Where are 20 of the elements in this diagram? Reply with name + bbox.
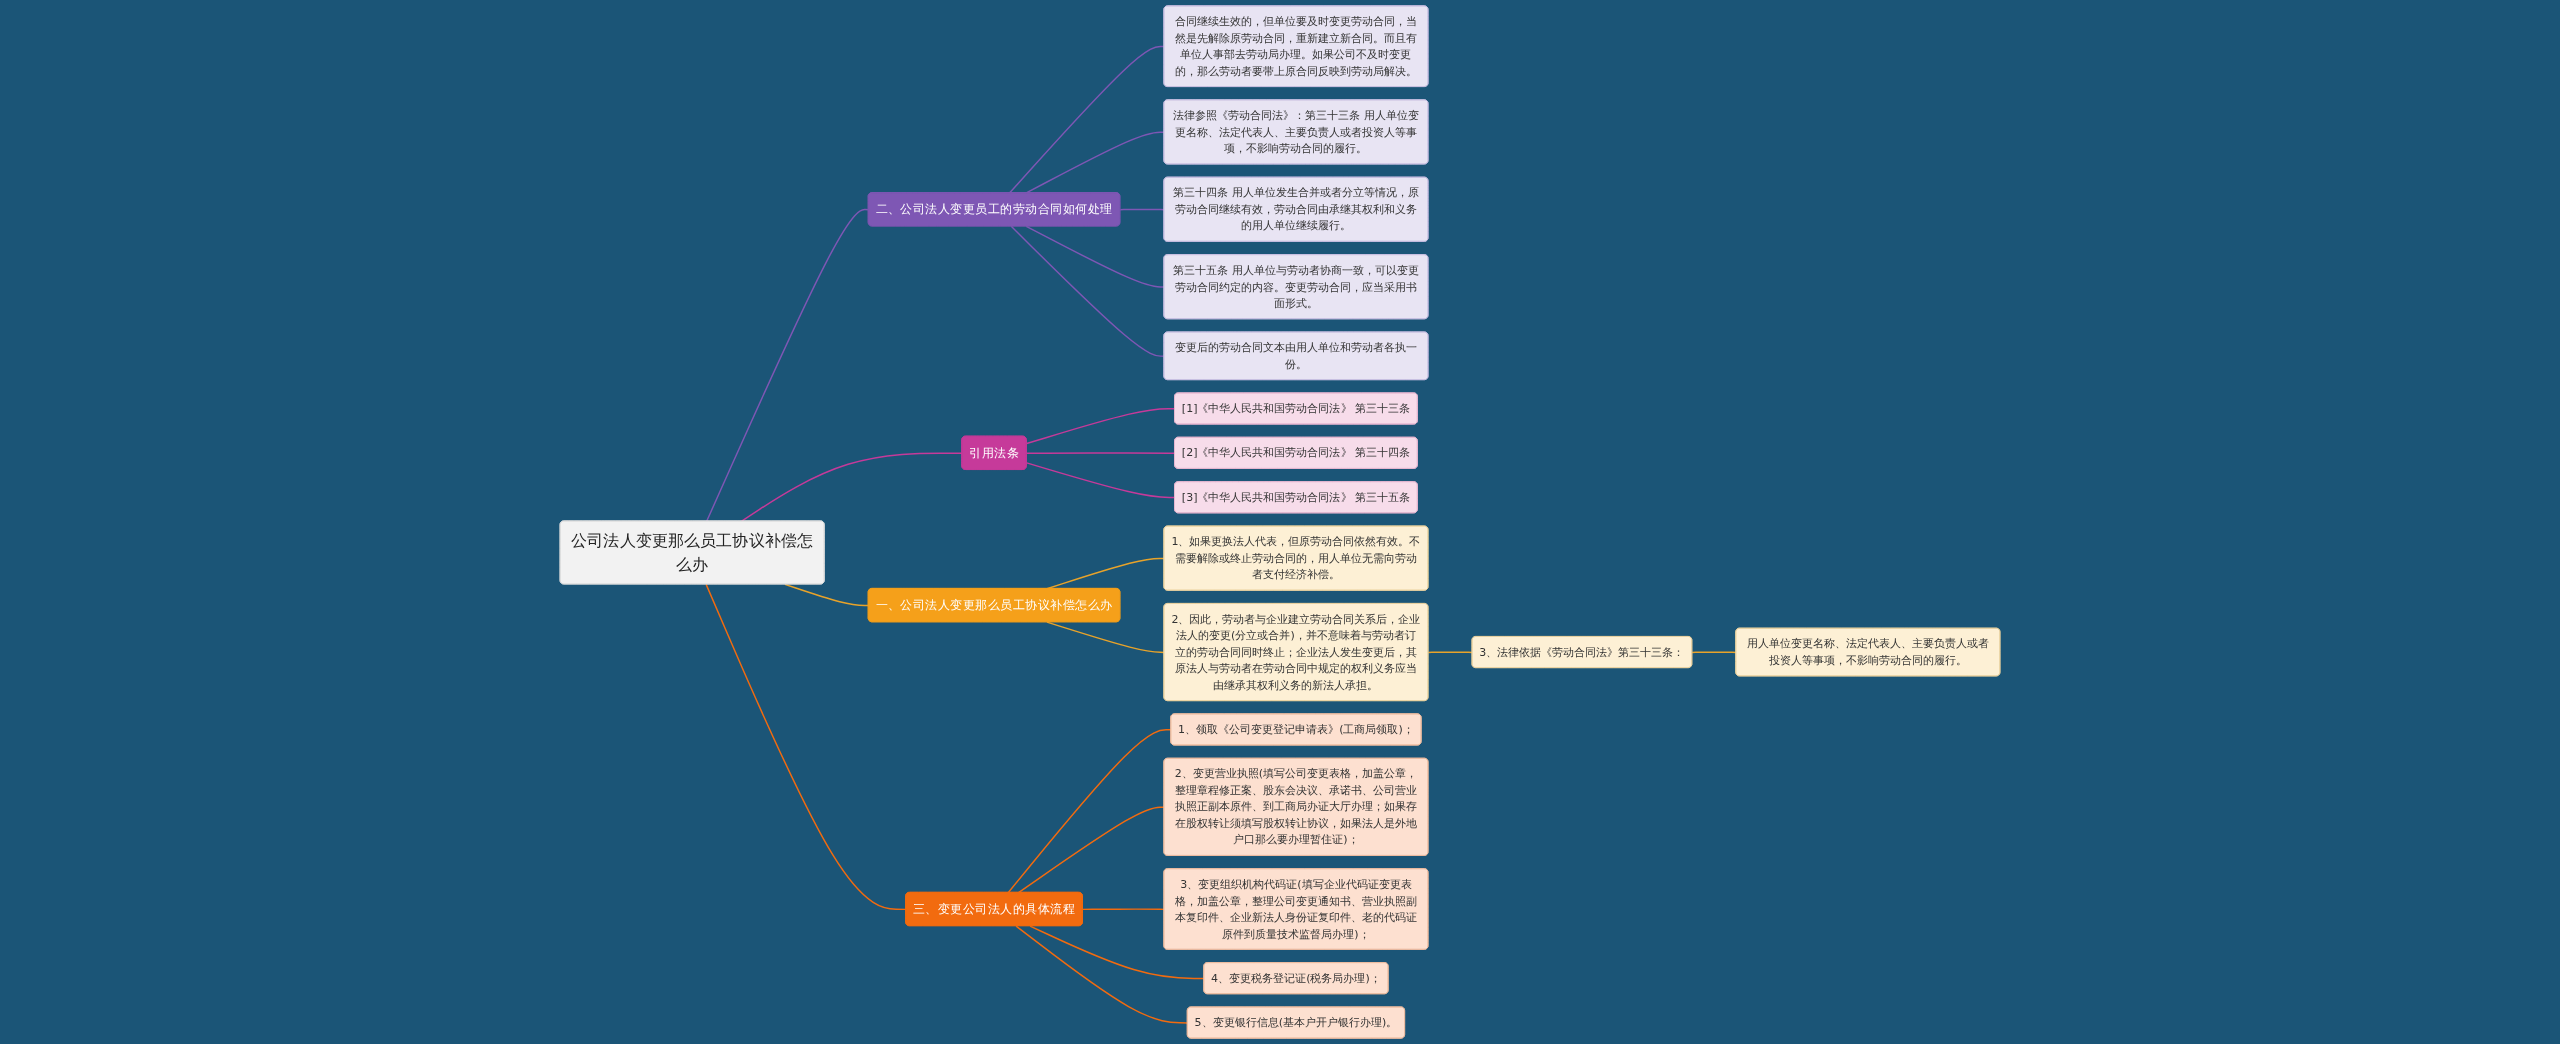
connector	[1691, 651, 1737, 654]
connector	[705, 583, 907, 911]
connector	[740, 452, 963, 522]
connector	[1010, 225, 1165, 357]
connector	[1025, 225, 1165, 288]
connector	[1017, 806, 1165, 894]
connector	[1119, 208, 1165, 211]
connector	[1025, 452, 1176, 454]
connector	[1007, 729, 1172, 894]
connector	[1025, 131, 1165, 194]
connector	[1025, 462, 1176, 499]
connector	[1082, 908, 1165, 911]
connector	[1046, 621, 1165, 654]
connector	[1427, 651, 1474, 654]
connector	[1015, 925, 1189, 1024]
connector	[1029, 925, 1205, 980]
connector	[784, 583, 870, 607]
connector	[705, 208, 870, 522]
connector	[1025, 408, 1176, 445]
connector	[1008, 45, 1165, 194]
